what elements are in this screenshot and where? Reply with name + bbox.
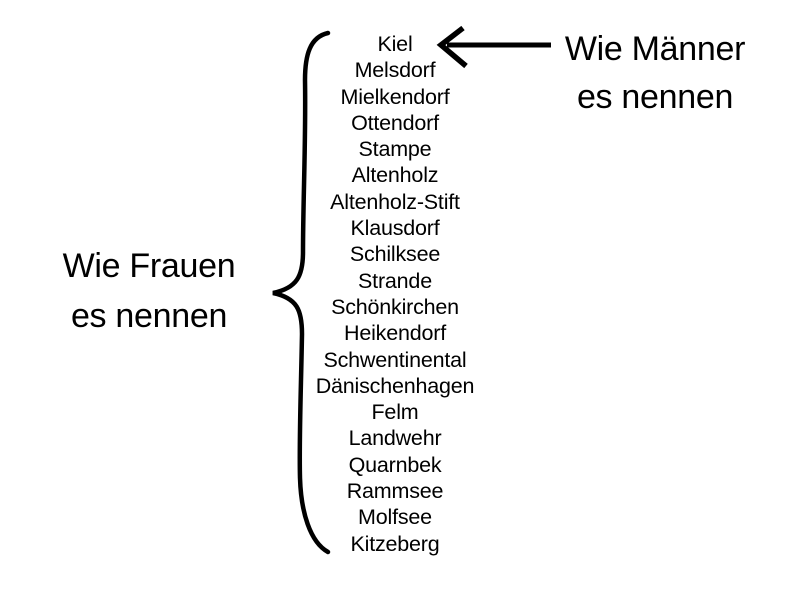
place-item: Kiel [377, 32, 413, 56]
place-item: Landwehr [348, 426, 442, 451]
place-item: Klausdorf [350, 216, 440, 241]
place-item: Schilksee [349, 242, 441, 267]
place-item: Altenholz-Stift [330, 189, 460, 214]
place-item: Felm [371, 400, 419, 425]
women-label: Wie Frauen es nennen [29, 241, 269, 341]
arrow-head [436, 25, 468, 69]
place-item: Kitzeberg [350, 531, 440, 556]
arrow-icon [436, 25, 551, 69]
place-item: Ottendorf [351, 110, 439, 135]
place-item: Heikendorf [344, 321, 446, 346]
place-item: Melsdorf [354, 58, 436, 83]
place-item: Schwentinental [323, 347, 467, 372]
place-item: Stampe [358, 137, 432, 162]
curly-brace-icon [272, 30, 331, 555]
women-label-line2: es nennen [70, 297, 228, 335]
place-item: Dänischenhagen [315, 373, 475, 398]
place-item: Strande [358, 268, 432, 293]
place-item: Rammsee [346, 479, 444, 504]
place-item: Altenholz [351, 163, 439, 188]
place-item: Quarnbek [348, 452, 442, 477]
men-label: Wie Männer es nennen [535, 25, 775, 121]
place-item: Mielkendorf [340, 84, 450, 109]
place-item: Molfsee [358, 505, 432, 530]
place-item: Schönkirchen [331, 294, 459, 319]
men-label-line1: Wie Männer [564, 30, 746, 68]
women-label-line1: Wie Frauen [62, 247, 236, 285]
men-label-line2: es nennen [576, 78, 734, 116]
